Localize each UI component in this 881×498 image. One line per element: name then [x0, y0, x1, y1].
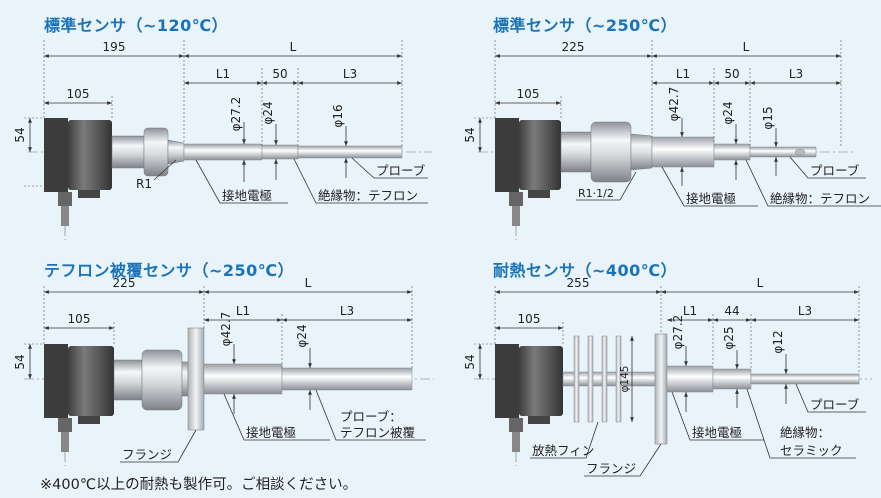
callout-probe: プローブ [810, 163, 860, 178]
dim-105: 105 [518, 312, 541, 326]
panel-3-drawing: 225 L L1 L3 105 54 φ42.7 φ24 接地電極 プローブ： … [13, 276, 434, 466]
sensor-housing [68, 346, 114, 416]
probe-rod [749, 146, 817, 158]
dim-105: 105 [68, 312, 91, 326]
flange [654, 333, 668, 445]
dia-15: φ15 [761, 106, 775, 129]
hex-nut [141, 349, 183, 411]
hex-nut [143, 127, 169, 177]
panel-2-drawing: 225 L L1 50 L3 105 54 φ42.7 φ24 φ15 R1·1… [463, 40, 881, 240]
dim-overall: 225 [562, 40, 585, 54]
dia-24: φ24 [721, 101, 735, 124]
dim-54: 54 [463, 354, 477, 369]
dim-L: L [290, 40, 297, 54]
dia-16: φ16 [331, 104, 345, 127]
panel-2-title: 標準センサ（~250℃） [493, 16, 678, 35]
callout-probe: プローブ [810, 397, 860, 412]
callout-flange: フランジ [586, 461, 636, 476]
callout-insulator-label: 絶縁物： [780, 425, 830, 440]
callout-insulator: 絶縁物：テフロン [318, 188, 418, 203]
dia-27-2: φ27.2 [229, 97, 243, 132]
probe-rod [297, 145, 403, 159]
dim-L1: L1 [216, 67, 230, 81]
panel-4-title: 耐熱センサ（~400℃） [493, 261, 678, 280]
heat-fin [615, 335, 622, 423]
dia-27-2: φ27.2 [671, 315, 685, 350]
callout-ground-electrode: 接地電極 [222, 188, 272, 203]
sensor-housing [519, 120, 561, 190]
dim-L: L [743, 40, 750, 54]
dim-L: L [305, 276, 312, 290]
callout-probe-label: プローブ： [340, 409, 402, 424]
callout-insulator: 絶縁物：テフロン [770, 191, 870, 206]
heat-fin [587, 335, 594, 423]
dia-42-7: φ42.7 [667, 87, 681, 122]
dia-42-7: φ42.7 [219, 312, 233, 347]
dim-50: 50 [724, 67, 739, 81]
dia-25: φ25 [722, 326, 736, 349]
hex-nut [590, 121, 632, 183]
ground-electrode [651, 136, 715, 168]
dim-overall: 195 [103, 40, 126, 54]
dim-L3: L3 [340, 304, 354, 318]
callout-heat-fin: 放熱フィン [532, 443, 594, 458]
housing-cover [44, 118, 68, 192]
dim-54: 54 [13, 354, 27, 369]
callout-ground-electrode: 接地電極 [246, 425, 296, 440]
dim-L3: L3 [798, 304, 812, 318]
callout-ground-electrode: 接地電極 [692, 425, 742, 440]
dim-50: 50 [272, 67, 287, 81]
dim-L1: L1 [676, 67, 690, 81]
thread-R1-1-2: R1·1/2 [578, 187, 614, 200]
dia-24: φ24 [261, 101, 275, 124]
dim-L3: L3 [789, 67, 803, 81]
probe-rod [281, 367, 413, 391]
flange [187, 327, 205, 431]
dim-105: 105 [67, 87, 90, 101]
heat-fin [601, 335, 608, 423]
callout-flange: フランジ [122, 447, 172, 462]
callout-ceramic: セラミック [780, 443, 843, 458]
ground-electrode [183, 143, 263, 161]
ground-electrode [666, 365, 714, 393]
panel-1-title: 標準センサ（~120℃） [44, 16, 229, 35]
ground-electrode [203, 363, 283, 395]
probe-rod [750, 373, 860, 385]
dim-54: 54 [463, 127, 477, 142]
dim-L1: L1 [236, 304, 250, 318]
heat-fin [573, 335, 580, 423]
thread-R1: R1 [136, 177, 152, 191]
dia-145: φ145 [619, 366, 631, 393]
panel-4-drawing: 255 L L1 44 L3 105 54 φ145 φ27.2 φ25 φ12… [463, 276, 872, 477]
dim-L: L [757, 276, 764, 290]
sensor-housing [68, 120, 112, 190]
dia-12: φ12 [771, 330, 785, 353]
dim-overall: 255 [567, 276, 590, 290]
sensor-housing [519, 346, 563, 416]
panel-3-title: テフロン被覆センサ（~250℃） [44, 261, 295, 280]
dim-105: 105 [517, 87, 540, 101]
dim-L1: L1 [683, 304, 697, 318]
dim-overall: 225 [113, 276, 136, 290]
footer-note: ※400℃以上の耐熱も製作可。ご相談ください。 [40, 477, 358, 493]
dim-44: 44 [724, 304, 739, 318]
callout-teflon-coating: テフロン被覆 [340, 425, 416, 440]
dim-L3: L3 [343, 67, 357, 81]
dia-24: φ24 [295, 324, 309, 347]
callout-ground-electrode: 接地電極 [686, 191, 736, 206]
panel-1-drawing: 195 L L1 50 L3 105 54 φ27.2 φ24 φ16 R1 接… [13, 40, 432, 240]
callout-probe: プローブ [376, 163, 426, 178]
dim-54: 54 [13, 127, 27, 142]
